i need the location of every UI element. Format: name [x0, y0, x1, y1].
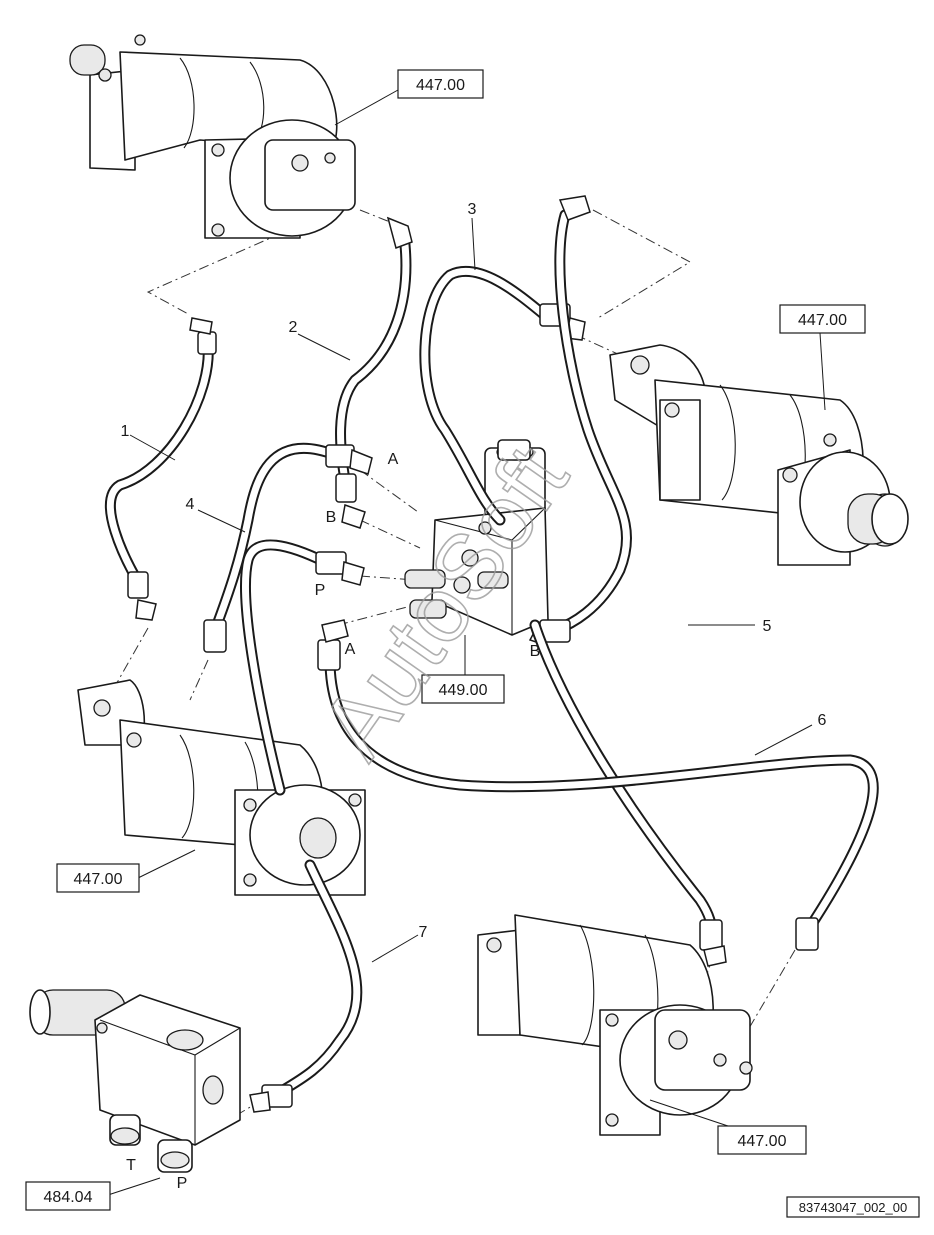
callout-1: 1: [121, 423, 130, 440]
cylinder-right: [609, 344, 909, 566]
ref-label: 449.00: [439, 682, 488, 699]
port-label-B-top: B: [326, 509, 337, 526]
port-label-A-bottom: A: [345, 641, 356, 658]
cylinder-top-left: [69, 34, 356, 239]
ref-label: 447.00: [738, 1133, 787, 1150]
ref-box-right: 447.00: [779, 304, 866, 334]
ref-box-bottom-right: 447.00: [717, 1125, 807, 1155]
hose-5: [528, 195, 633, 647]
port-label-P: P: [315, 582, 326, 599]
hose-2: [335, 216, 413, 529]
hose-1: [104, 317, 217, 621]
callout-7: 7: [419, 924, 428, 941]
callout-2: 2: [289, 319, 298, 336]
ref-box-valve: 449.00: [421, 674, 505, 704]
port-label-A-top: A: [388, 451, 399, 468]
port-label-P-control: P: [177, 1175, 188, 1192]
cylinder-bottom-right: [477, 914, 753, 1136]
drawing-code-box: 83743047_002_00: [786, 1196, 920, 1218]
callout-4: 4: [186, 496, 195, 513]
port-label-B-bottom: B: [530, 643, 541, 660]
leader-lines: [107, 89, 826, 1196]
hose-7: [249, 859, 363, 1113]
ref-label: 447.00: [74, 871, 123, 888]
hose-3: [419, 265, 586, 526]
control-valve-484: [29, 989, 241, 1173]
hose-5b: [529, 619, 727, 967]
callout-6: 6: [818, 712, 827, 729]
ref-box-top-left: 447.00: [397, 69, 484, 99]
hose-6: [317, 619, 879, 951]
drawing-code: 83743047_002_00: [799, 1200, 907, 1215]
ref-label: 447.00: [798, 312, 847, 329]
hose-P: [240, 539, 365, 796]
ref-label: 484.04: [44, 1189, 93, 1206]
ref-box-mid-left: 447.00: [56, 863, 140, 893]
ref-box-control-valve: 484.04: [25, 1181, 111, 1211]
cylinder-mid-left: [77, 679, 366, 896]
callout-5: 5: [763, 618, 772, 635]
port-label-T: T: [126, 1157, 136, 1174]
hose-4: [203, 442, 373, 653]
directional-valve-449: [404, 439, 549, 636]
callout-3: 3: [468, 201, 477, 218]
ref-label: 447.00: [416, 77, 465, 94]
